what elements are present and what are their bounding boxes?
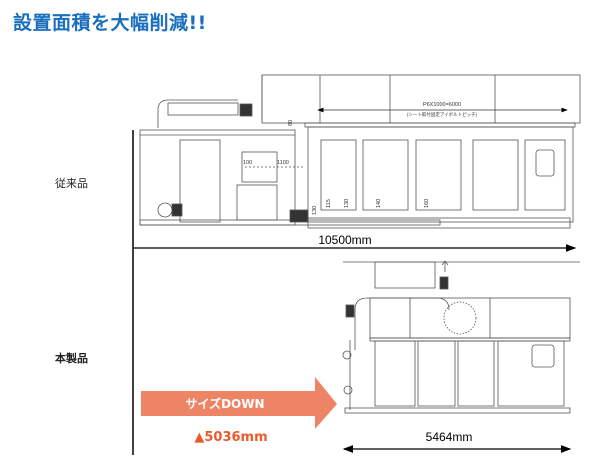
reduction-amount: ▲5036mm [194, 430, 267, 445]
product-width-label: 5464mm [426, 430, 473, 444]
dim-100: 100 [243, 160, 252, 166]
conventional-width-label: 10500mm [318, 233, 371, 247]
product-drawing [342, 260, 580, 414]
product-label: 本製品 [55, 352, 88, 365]
size-down-label: サイズDOWN [185, 396, 264, 411]
dim-1100: 1100 [277, 160, 289, 166]
conventional-drawing [139, 74, 581, 229]
dim-115: 115 [326, 199, 332, 208]
pitch-label: P6X1000=6000 [423, 102, 461, 108]
pitch-note: (シート取付固定アイボルトピッチ) [407, 111, 478, 118]
dim-130a: 130 [312, 206, 318, 215]
dim-160: 160 [424, 199, 430, 208]
page-title: 設置面積を大幅削減!! [13, 12, 207, 34]
conventional-label: 従来品 [55, 177, 88, 190]
dim-140: 140 [376, 199, 382, 208]
size-down-arrow [141, 377, 337, 429]
dim-80: 80 [288, 120, 294, 126]
dim-130b: 130 [344, 199, 350, 208]
